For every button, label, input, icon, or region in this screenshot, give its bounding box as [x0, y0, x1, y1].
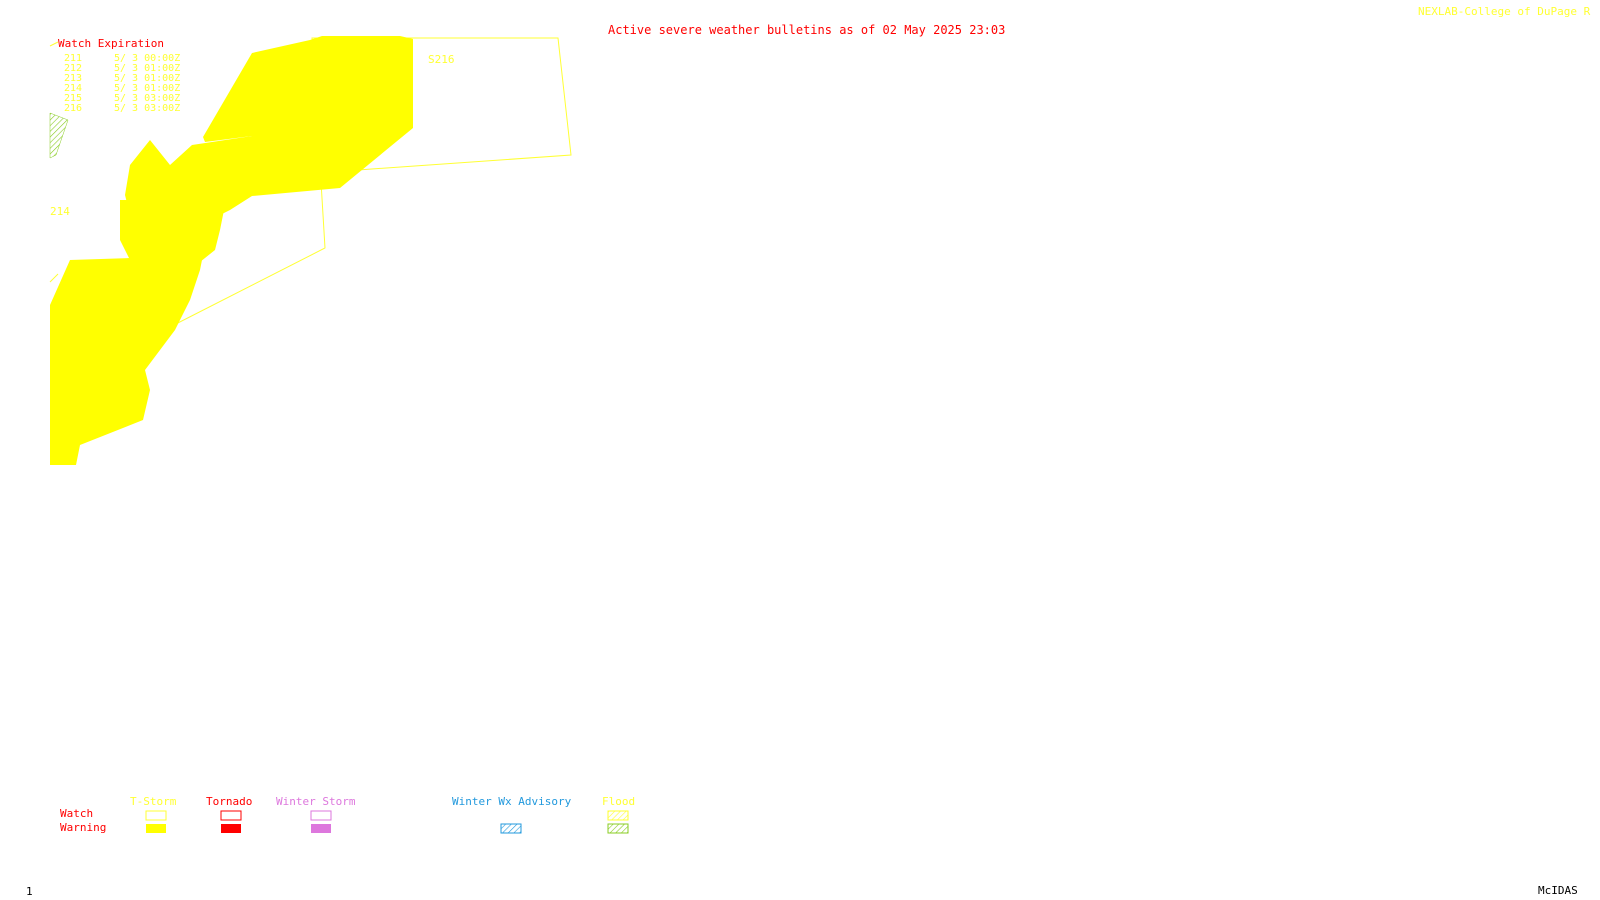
watch-id: 216 — [64, 103, 83, 114]
legend-winter-advisory-label: Winter Wx Advisory — [452, 795, 572, 808]
legend-winter-storm-label: Winter Storm — [276, 795, 356, 808]
tstorm-warning-center — [260, 70, 330, 145]
watch-time: 5/ 3 01:00Z — [114, 83, 181, 94]
watch-214-outline — [167, 164, 326, 329]
legend-swatch-winter-storm-warning — [311, 824, 331, 833]
watch-time: 5/ 3 03:00Z — [114, 103, 181, 114]
watch-id: 211 — [64, 53, 83, 64]
legend-swatch-tornado-watch — [220, 810, 242, 821]
legend-swatch-tstorm-watch — [145, 810, 167, 821]
watch-expiration-title: Watch Expiration — [58, 37, 164, 50]
watch-edge-outline-top — [49, 41, 59, 47]
legend-watch-row-label: Watch — [60, 807, 94, 820]
watch-id: 215 — [64, 93, 83, 104]
bulletin-title: Active severe weather bulletins as of 02… — [608, 23, 1006, 37]
legend-warning-row-label: Warning — [60, 821, 107, 834]
source-credit: NEXLAB-College of DuPage R — [1418, 5, 1591, 18]
watch-time: 5/ 3 01:00Z — [114, 73, 181, 84]
legend-swatch-tornado-warning — [221, 824, 241, 833]
tstorm-warning-mid — [120, 200, 225, 270]
watch-214-label: 214 — [50, 205, 70, 218]
watch-time: 5/ 3 03:00Z — [114, 93, 181, 104]
watch-216-label: S216 — [428, 53, 455, 66]
legend-tornado-label: Tornado — [206, 795, 253, 808]
watch-id: 212 — [64, 63, 83, 74]
flood-warning-hatch — [49, 112, 69, 159]
tstorm-warning-south — [50, 245, 205, 465]
legend-swatch-flood-warning — [607, 823, 629, 834]
watch-id: 214 — [64, 83, 83, 94]
frame-number: 1 — [26, 885, 33, 898]
legend-swatch-tstorm-warning — [146, 824, 166, 833]
watch-edge-outline — [49, 273, 59, 283]
legend-swatch-flood-watch — [607, 810, 629, 821]
software-label: McIDAS — [1538, 884, 1578, 897]
legend-swatch-winter-storm-watch — [310, 810, 332, 821]
legend-swatch-winter-advisory-warning — [500, 823, 522, 834]
legend-tstorm-label: T-Storm — [130, 795, 177, 808]
legend-flood-label: Flood — [602, 795, 636, 808]
watch-time: 5/ 3 01:00Z — [114, 63, 181, 74]
watch-time: 5/ 3 00:00Z — [114, 53, 181, 64]
watch-id: 213 — [64, 73, 83, 84]
